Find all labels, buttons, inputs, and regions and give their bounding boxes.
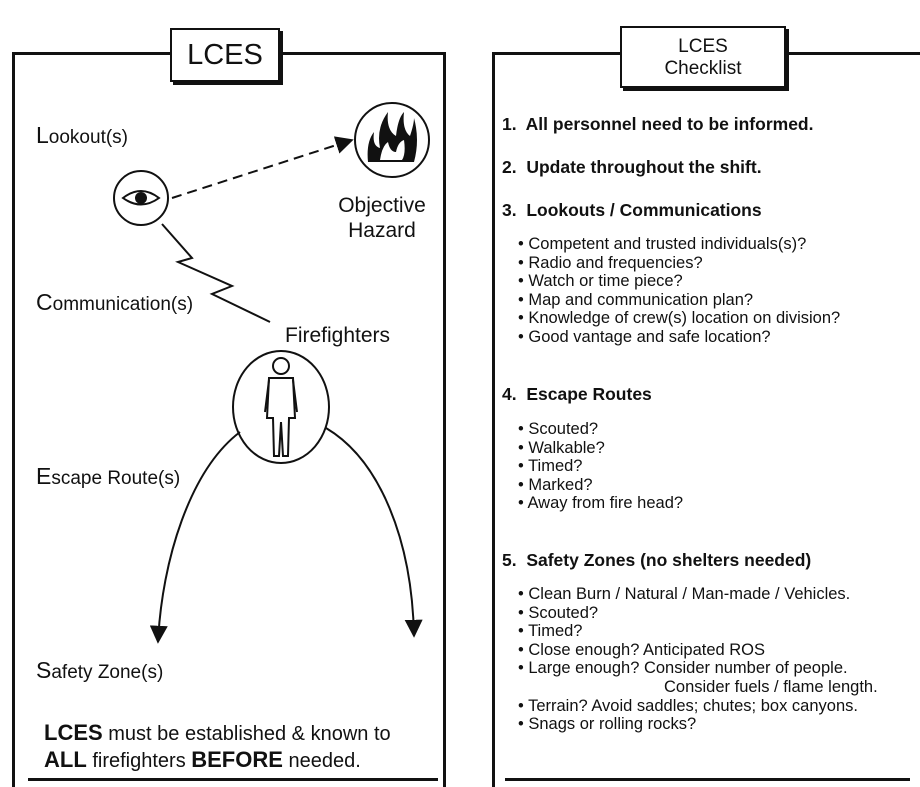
checklist-item-2: 2. Update throughout the shift. xyxy=(502,157,762,177)
right-frame-bottom xyxy=(505,778,910,781)
checklist-item-3: 3. Lookouts / Communications xyxy=(502,200,762,220)
checklist-item-4: 4. Escape Routes xyxy=(502,384,652,404)
dashed-arrow xyxy=(171,136,354,199)
fire-icon xyxy=(354,102,430,178)
escape-route-label: Escape Route(s) xyxy=(36,463,181,489)
firefighters-label: Firefighters xyxy=(285,324,391,347)
lookouts-bullets: • Competent and trusted individuals(s)? … xyxy=(518,235,840,347)
safety-zone-label: Safety Zone(s) xyxy=(36,657,164,683)
left-frame-top-left xyxy=(12,52,172,55)
list-item: • Watch or time piece? xyxy=(518,272,683,291)
checklist-item-5: 5. Safety Zones (no shelters needed) xyxy=(502,550,812,570)
objective-hazard-label: Objective Hazard xyxy=(338,194,426,242)
left-frame-top-right xyxy=(278,52,446,55)
left-frame-bottom xyxy=(28,778,438,781)
list-item: • Snags or rolling rocks? xyxy=(518,715,697,734)
lces-note: LCES must be established & known to ALL … xyxy=(44,720,391,772)
list-item: • Good vantage and safe location? xyxy=(518,327,771,346)
left-frame-right xyxy=(443,52,446,787)
list-item: • Terrain? Avoid saddles; chutes; box ca… xyxy=(518,696,858,715)
list-item: • Radio and frequencies? xyxy=(518,253,703,272)
right-frame-top-right xyxy=(786,52,920,55)
list-item: • Clean Burn / Natural / Man-made / Vehi… xyxy=(518,585,851,603)
right-frame-left xyxy=(492,52,495,787)
escape-bullets: • Scouted? • Walkable? • Timed? • Marked… xyxy=(518,420,683,513)
firefighter-icon xyxy=(232,350,330,464)
list-item: • Timed? xyxy=(518,622,583,641)
list-item: • Away from fire head? xyxy=(518,494,684,513)
list-item: • Competent and trusted individuals(s)? xyxy=(518,235,807,253)
list-item: Consider fuels / flame length. xyxy=(664,677,878,696)
list-item: • Knowledge of crew(s) location on divis… xyxy=(518,309,841,328)
lookout-label: Lookout(s) xyxy=(36,122,128,148)
list-item: • Walkable? xyxy=(518,438,605,457)
eye-icon xyxy=(113,170,169,226)
list-item: • Large enough? Consider number of peopl… xyxy=(518,659,848,678)
checklist-item-1: 1. All personnel need to be informed. xyxy=(502,114,814,134)
list-item: • Marked? xyxy=(518,475,593,494)
left-frame-left xyxy=(12,52,15,787)
list-item: • Timed? xyxy=(518,457,583,476)
list-item: • Scouted? xyxy=(518,420,599,438)
safety-bullets: • Clean Burn / Natural / Man-made / Vehi… xyxy=(518,585,878,734)
communication-label: Communication(s) xyxy=(36,289,194,315)
list-item: • Scouted? xyxy=(518,603,599,622)
checklist-title: LCES Checklist xyxy=(620,26,786,88)
escape-arrow-right xyxy=(325,427,423,638)
list-item: • Close enough? Anticipated ROS xyxy=(518,640,766,659)
right-frame-top-left xyxy=(492,52,622,55)
escape-arrow-left xyxy=(149,431,241,644)
list-item: • Map and communication plan? xyxy=(518,290,754,309)
communication-zigzag xyxy=(161,223,271,323)
lces-title: LCES xyxy=(170,28,280,82)
